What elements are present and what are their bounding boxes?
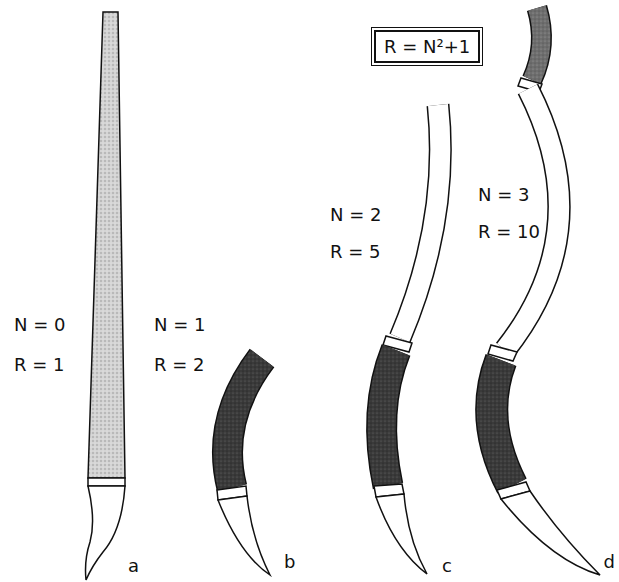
variable-label: R = 1	[14, 355, 64, 375]
variable-label: R = 5	[330, 242, 380, 262]
panel-letter: c	[442, 556, 452, 576]
formula-text: R = N²+1	[384, 36, 470, 57]
variable-label: N = 0	[14, 315, 65, 335]
variable-label: R = 2	[154, 355, 204, 375]
panel-letter: a	[128, 556, 139, 576]
variable-label: N = 3	[478, 185, 529, 205]
panel-letter: d	[604, 552, 615, 572]
variable-label: R = 10	[478, 222, 540, 242]
formula-box: R = N²+1	[374, 30, 480, 63]
variable-label: N = 2	[330, 205, 381, 225]
panel-letter: b	[284, 552, 295, 572]
variable-label: N = 1	[154, 315, 205, 335]
